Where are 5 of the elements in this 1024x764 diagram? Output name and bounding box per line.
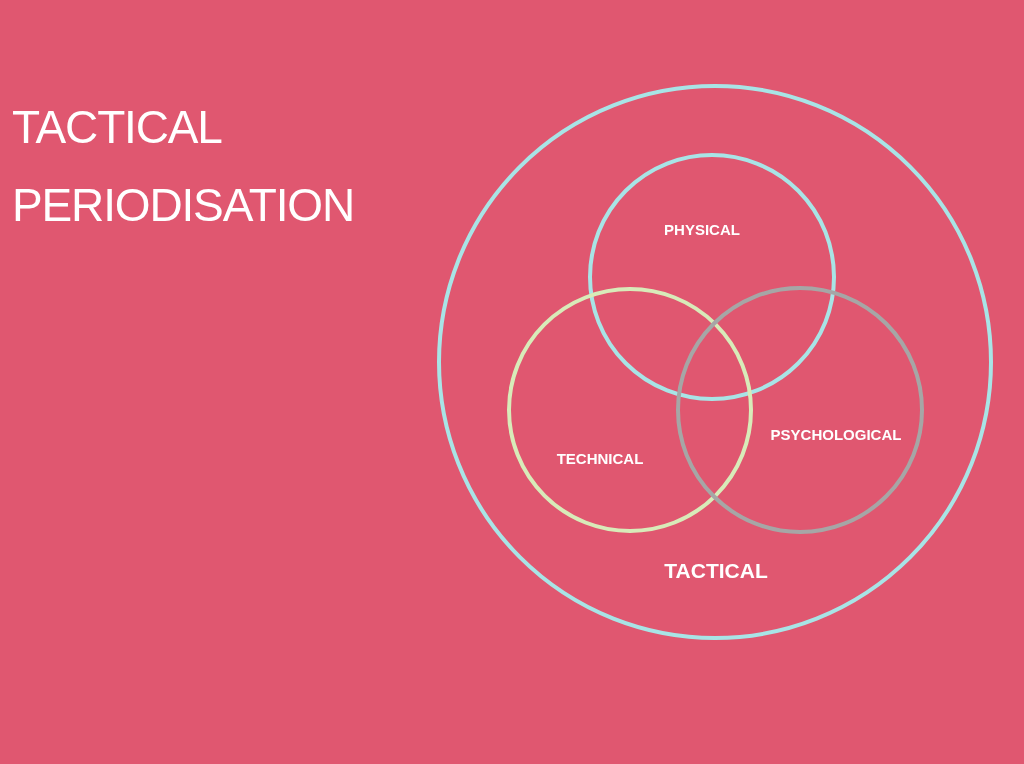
circle-label: TACTICAL <box>664 558 768 585</box>
circle-label: PSYCHOLOGICAL <box>770 424 902 445</box>
circle-label: PHYSICAL <box>664 219 740 240</box>
title: TACTICAL PERIODISATION <box>12 100 356 233</box>
circle-label: TECHNICAL <box>556 448 644 469</box>
